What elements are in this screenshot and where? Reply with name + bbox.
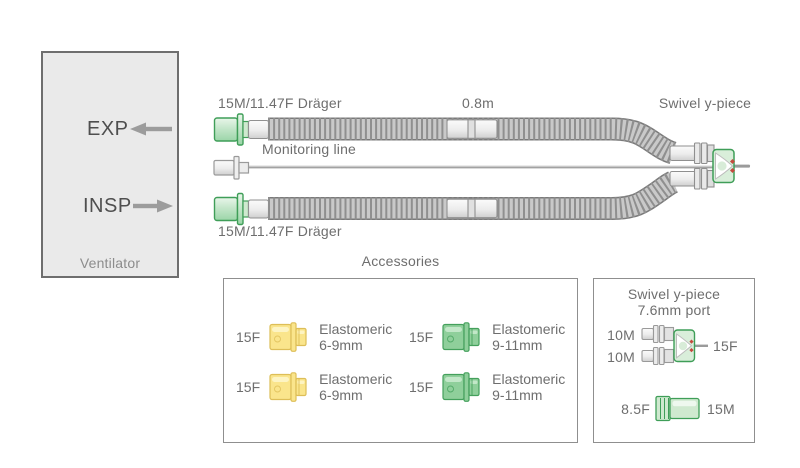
swivel-label: Swivel y-piece xyxy=(658,95,752,111)
accessory-size-label: 15F xyxy=(236,329,261,345)
accessory-description: Elastomeric 6-9mm xyxy=(319,371,393,403)
monitoring-line-connector xyxy=(213,155,250,180)
exp-tube-label: 15M/11.47F Dräger xyxy=(218,95,342,111)
elastomeric-adapter-yellow-icon xyxy=(269,322,307,352)
adapter-female-label: 8.5F xyxy=(621,401,650,417)
accessory-item: 15F Elastomeric 6-9mm xyxy=(236,371,392,403)
accessories-title: Accessories xyxy=(361,253,440,269)
monitoring-line-label: Monitoring line xyxy=(262,141,357,157)
adapter-male-label: 15M xyxy=(707,401,735,417)
accessory-description: Elastomeric 9-11mm xyxy=(492,321,566,353)
insp-tube-label: 15M/11.47F Dräger xyxy=(218,223,342,239)
exp-smooth-sleeve xyxy=(247,119,270,140)
accessory-item: 15F Elastomeric 9-11mm xyxy=(409,321,565,353)
y-piece-funnel xyxy=(715,152,734,180)
accessories-box xyxy=(223,278,578,443)
insp-limb-tube xyxy=(213,171,679,226)
bottom-port-label: 10M xyxy=(607,349,635,365)
patient-port-label: 15F xyxy=(713,338,738,354)
exp-ventilator-connector-15m xyxy=(213,113,250,146)
ventilator-box xyxy=(41,51,179,278)
insp-ventilator-connector-15m xyxy=(213,192,250,226)
ventilator-label: Ventilator xyxy=(79,255,141,271)
patient-line-stub xyxy=(733,164,750,168)
y-piece-body xyxy=(712,148,735,184)
y-piece-red-accent-bottom xyxy=(730,168,735,173)
insp-mid-sleeve xyxy=(446,198,498,219)
tube-length-label: 0.8m xyxy=(462,95,494,111)
elastomeric-adapter-green-icon xyxy=(442,322,480,352)
exp-port-label: EXP xyxy=(87,118,129,140)
accessory-item: 15F Elastomeric 6-9mm xyxy=(236,321,392,353)
top-port-label: 10M xyxy=(607,327,635,343)
accessory-item: 15F Elastomeric 9-11mm xyxy=(409,371,565,403)
accessory-size-label: 15F xyxy=(409,329,434,345)
y-piece-red-accent-top xyxy=(730,159,735,164)
monitoring-line xyxy=(213,155,713,180)
accessory-size-label: 15F xyxy=(236,379,261,395)
swivel-box-title-line1: Swivel y-piece xyxy=(627,286,721,302)
accessory-description: Elastomeric 6-9mm xyxy=(319,321,393,353)
accessory-size-label: 15F xyxy=(409,379,434,395)
swivel-box-title-line2: 7.6mm port xyxy=(637,302,711,318)
y-piece-port-dot xyxy=(717,161,727,171)
y-piece-upper-connector xyxy=(669,142,715,165)
y-piece-lower-connector xyxy=(669,167,715,190)
elastomeric-adapter-green-icon xyxy=(442,372,480,402)
swivel-y-piece-graphic xyxy=(669,142,750,190)
accessory-description: Elastomeric 9-11mm xyxy=(492,371,566,403)
insp-smooth-sleeve xyxy=(247,199,270,219)
exp-mid-sleeve xyxy=(446,119,498,139)
insp-port-label: INSP xyxy=(83,195,132,217)
elastomeric-adapter-yellow-icon xyxy=(269,372,307,402)
